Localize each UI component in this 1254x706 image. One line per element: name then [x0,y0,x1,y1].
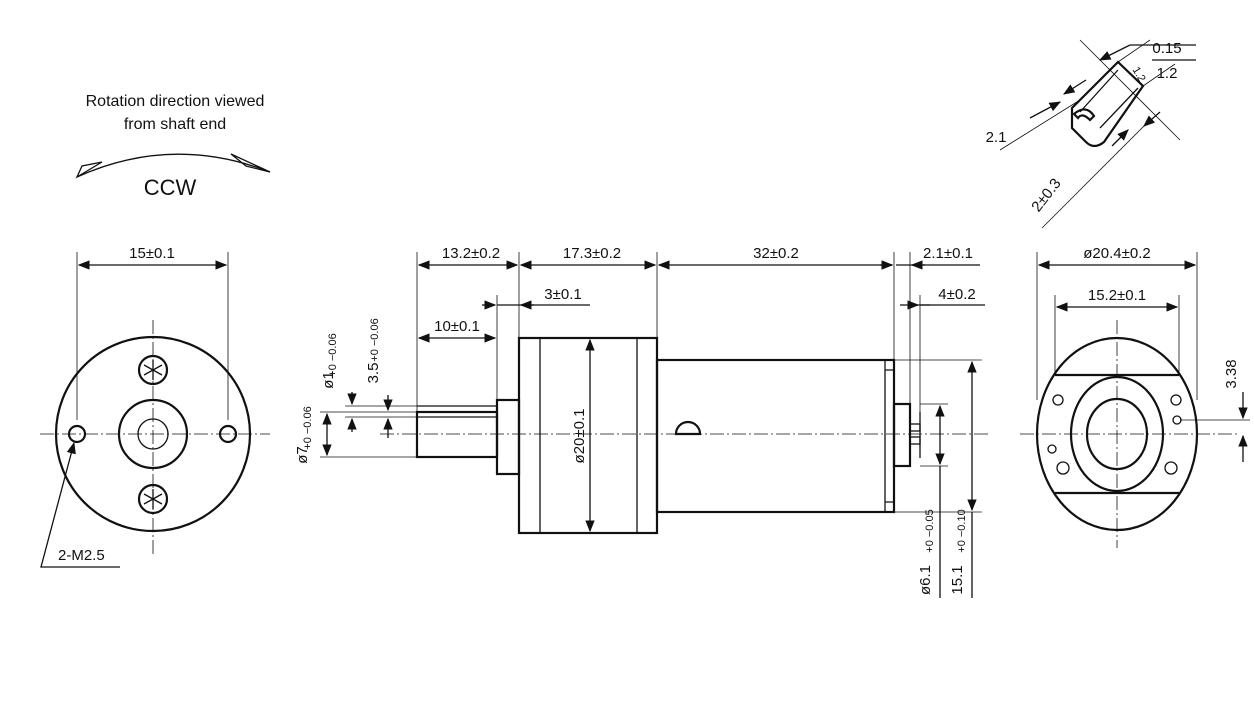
dim-motor-height: 15.1 [949,565,966,594]
screw-top [137,354,169,386]
dim-boss-length: 3±0.1 [544,286,581,303]
output-shaft [415,410,499,459]
rear-center-hole [1085,397,1149,471]
dim-terminal-thickness: 0.15 [1152,40,1181,57]
rear-body-circle [1035,336,1199,532]
dim-hole-spacing: 15±0.1 [129,245,175,262]
mount-hole-right [218,424,238,444]
dim-flat-tolerance: +0 −0.06 [327,333,339,376]
dim-body-diameter: ø20.4±0.2 [1083,245,1150,262]
motor-body [655,358,896,514]
dim-motor-height-tolerance: +0 −0.10 [956,509,968,552]
rear-flats [1055,373,1179,495]
dim-gearbox-diameter: ø20±0.1 [571,409,588,464]
dim-rear-boss-diameter: ø6.1 [917,565,934,595]
front-flange-circle [54,335,252,533]
terminal-tab [1070,60,1145,148]
mount-hole-left [67,424,87,444]
dim-offset: 3.38 [1223,359,1240,388]
dim-flat-diameter: ø1 [320,371,337,389]
rotation-arrowheads [75,153,271,179]
rear-boss [892,402,912,468]
screw-bottom [137,483,169,515]
dim-shaft-diameter: ø7 [294,446,311,464]
dim-gearbox-length: 17.3±0.2 [563,245,621,262]
dim-shaft-tolerance: +0 −0.06 [302,406,314,449]
dim-gearbox-front: 13.2±0.2 [442,245,500,262]
dim-terminal-length: 2.1±0.1 [923,245,973,262]
gearbox-boss [495,398,521,476]
dim-rear-boss-tolerance: +0 −0.05 [924,509,936,552]
dim-terminal-offset: 4±0.2 [938,286,975,303]
dim-flat-depth-tolerance: +0 −0.06 [369,318,381,361]
rotation-arc [76,153,271,178]
thread-label: 2-M2.5 [58,547,105,564]
dim-terminal-hole: 2.1 [986,129,1007,146]
rotation-note: Rotation direction viewed from shaft end… [75,93,271,200]
motor-bump [674,420,702,436]
rotation-note-line1: Rotation direction viewed [86,93,265,110]
rotation-direction: CCW [144,175,197,200]
dim-flat-depth: 3.5 [365,363,382,384]
dim-flat-width: 15.2±0.1 [1088,287,1146,304]
dim-terminal-length: 2±0.3 [1028,175,1064,215]
rotation-note-line2: from shaft end [124,116,226,133]
dim-tab-width: 1.2 [1130,65,1148,84]
terminal-hole [1072,108,1096,122]
dim-shaft-length: 10±0.1 [434,318,480,335]
dim-terminal-width: 1.2 [1157,65,1178,82]
terminal-detail: 0.15 1.2 1.2 2.1 2±0.3 [986,39,1196,229]
front-view: 15±0.1 2-M2.5 [40,245,270,568]
side-view: 13.2±0.2 17.3±0.2 32±0.2 2.1±0.1 3±0.1 4… [294,245,990,598]
dim-motor-length: 32±0.2 [753,245,799,262]
rear-view: ø20.4±0.2 15.2±0.1 3.38 [1020,245,1250,548]
